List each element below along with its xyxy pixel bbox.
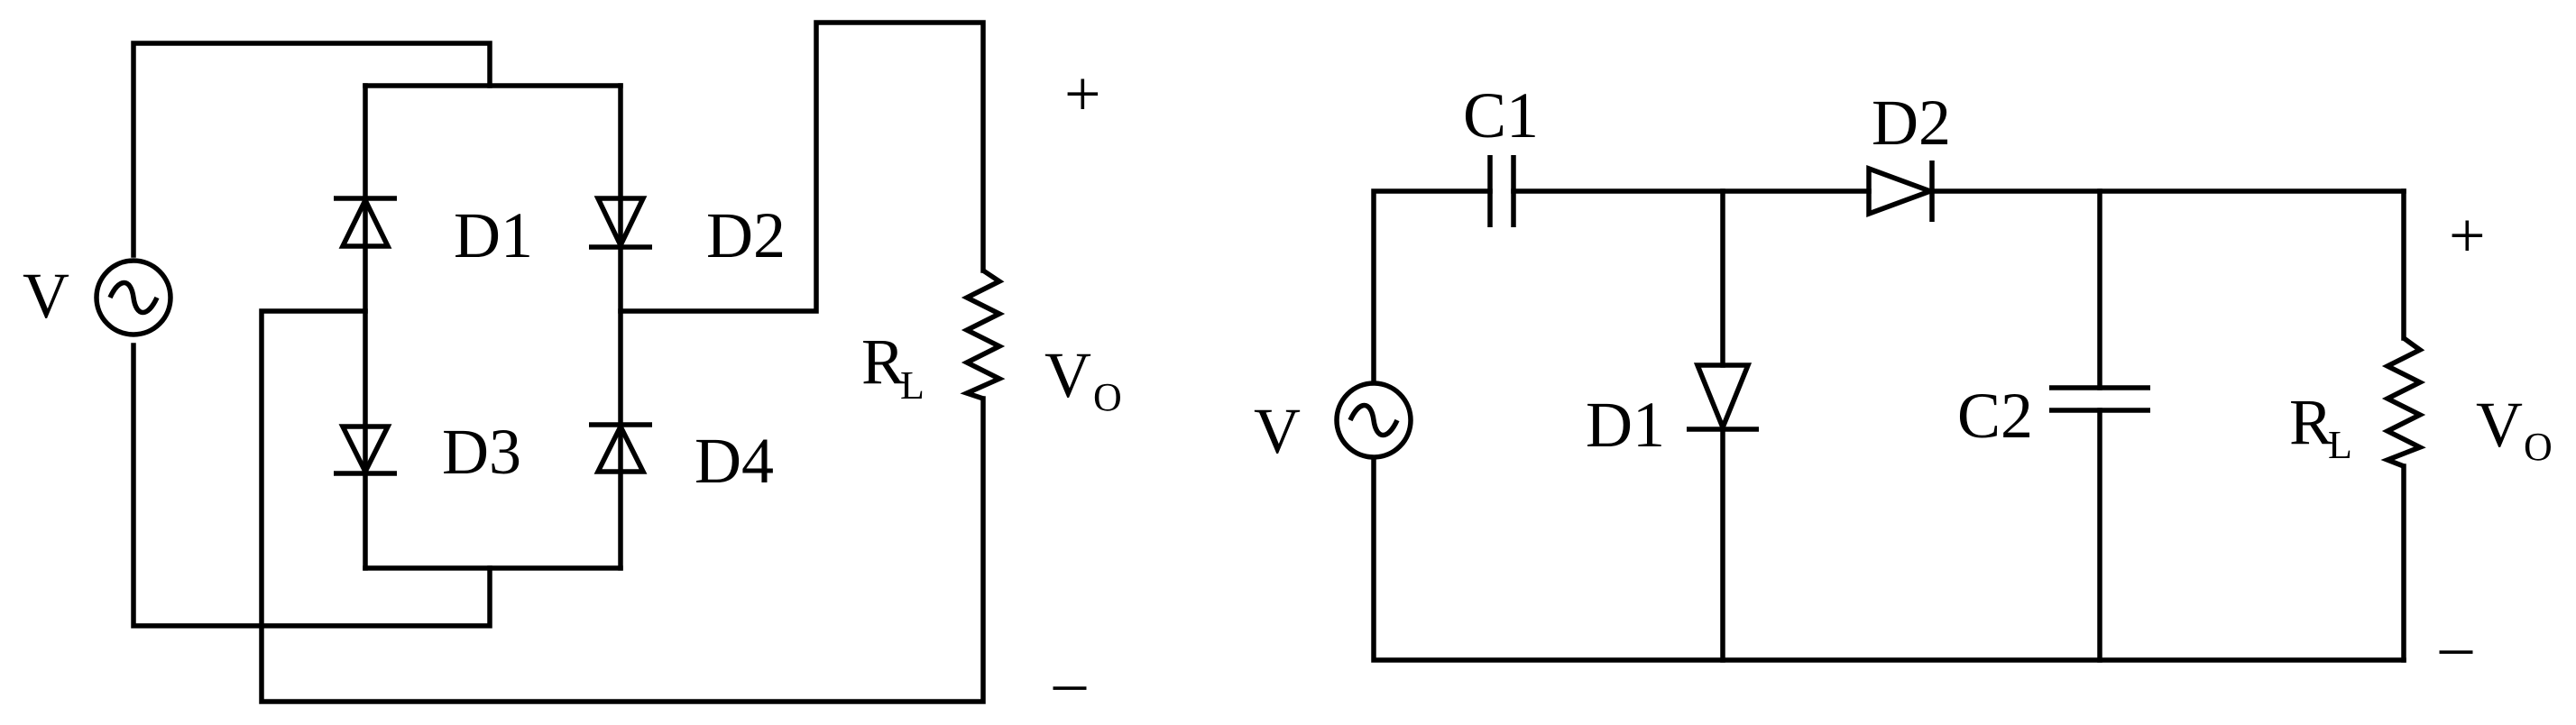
diode-d3-label: D3 xyxy=(442,416,521,488)
diode-d1-doubler xyxy=(1687,362,1759,435)
capacitor-c1 xyxy=(1487,155,1516,227)
bridge-wires xyxy=(131,20,986,704)
source-label: V xyxy=(23,260,69,332)
diode-d2-doubler xyxy=(1866,161,1937,222)
output-plus-right: + xyxy=(2449,199,2486,271)
doubler-wires xyxy=(1371,188,2406,663)
diode-d2 xyxy=(589,196,652,252)
diode-d3 xyxy=(334,424,397,478)
source-label-right: V xyxy=(1254,395,1301,467)
load-label-subscript: L xyxy=(900,363,925,408)
diode-d4 xyxy=(589,420,652,474)
output-minus-right: – xyxy=(2439,610,2473,682)
capacitor-c2 xyxy=(2049,385,2150,413)
bridge-rectifier-circuit: V D1 D2 D3 D4 R L V O + – xyxy=(23,20,1122,718)
output-plus: + xyxy=(1064,58,1101,130)
output-minus: – xyxy=(1053,646,1087,718)
diode-d1 xyxy=(334,194,397,249)
diode-d1-label: D1 xyxy=(454,199,533,271)
capacitor-c1-label: C1 xyxy=(1463,79,1539,151)
output-label: V xyxy=(1044,339,1091,411)
diode-d4-label: D4 xyxy=(695,425,774,497)
diode-d2-label: D2 xyxy=(706,199,786,271)
output-label-right-subscript: O xyxy=(2524,425,2553,469)
ac-source-right xyxy=(1334,381,1413,460)
resistor-rl-left xyxy=(960,268,1006,401)
diode-d2-doubler-label: D2 xyxy=(1872,87,1951,159)
ac-source-left xyxy=(94,258,173,337)
resistor-rl-right xyxy=(2380,335,2426,469)
output-label-right: V xyxy=(2476,389,2523,461)
load-label-right: R xyxy=(2289,386,2332,458)
voltage-doubler-circuit: C1 D2 D1 C2 V R L V O + – xyxy=(1254,79,2553,682)
diode-d1-doubler-label: D1 xyxy=(1586,389,1665,461)
load-label-right-subscript: L xyxy=(2328,423,2352,467)
load-label: R xyxy=(861,326,905,398)
capacitor-c2-label: C2 xyxy=(1957,380,2033,452)
output-label-subscript: O xyxy=(1093,375,1122,419)
